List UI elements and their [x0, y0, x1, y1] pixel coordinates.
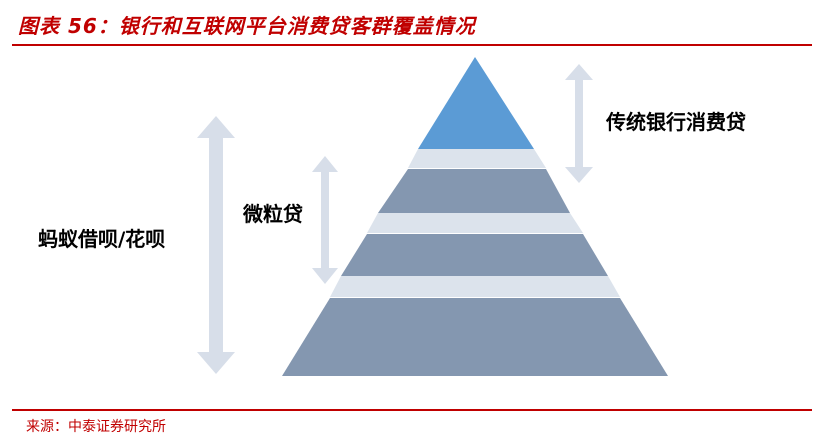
figure-title: 图表 56：银行和互联网平台消费贷客群覆盖情况: [18, 14, 476, 38]
pyramid-tier-3: [341, 234, 608, 276]
pyramid-tier-2: [378, 169, 570, 213]
label-micro-loan: 微粒贷: [243, 202, 303, 226]
label-ant-huabei: 蚂蚁借呗/花呗: [38, 227, 166, 251]
label-traditional-bank: 传统银行消费贷: [606, 110, 746, 134]
connector-band-3: [330, 276, 620, 297]
double-arrow-ant-huabei: [197, 116, 235, 374]
title-rule: [12, 44, 812, 46]
source-note: 来源：中泰证券研究所: [26, 419, 166, 435]
double-arrow-traditional-bank: [565, 64, 593, 183]
double-arrow-micro-loan: [312, 156, 338, 284]
connector-band-1: [408, 149, 546, 168]
connector-band-2: [367, 213, 583, 233]
pyramid-apex: [418, 57, 534, 149]
source-rule: [12, 409, 812, 411]
pyramid-tier-4: [282, 298, 668, 376]
